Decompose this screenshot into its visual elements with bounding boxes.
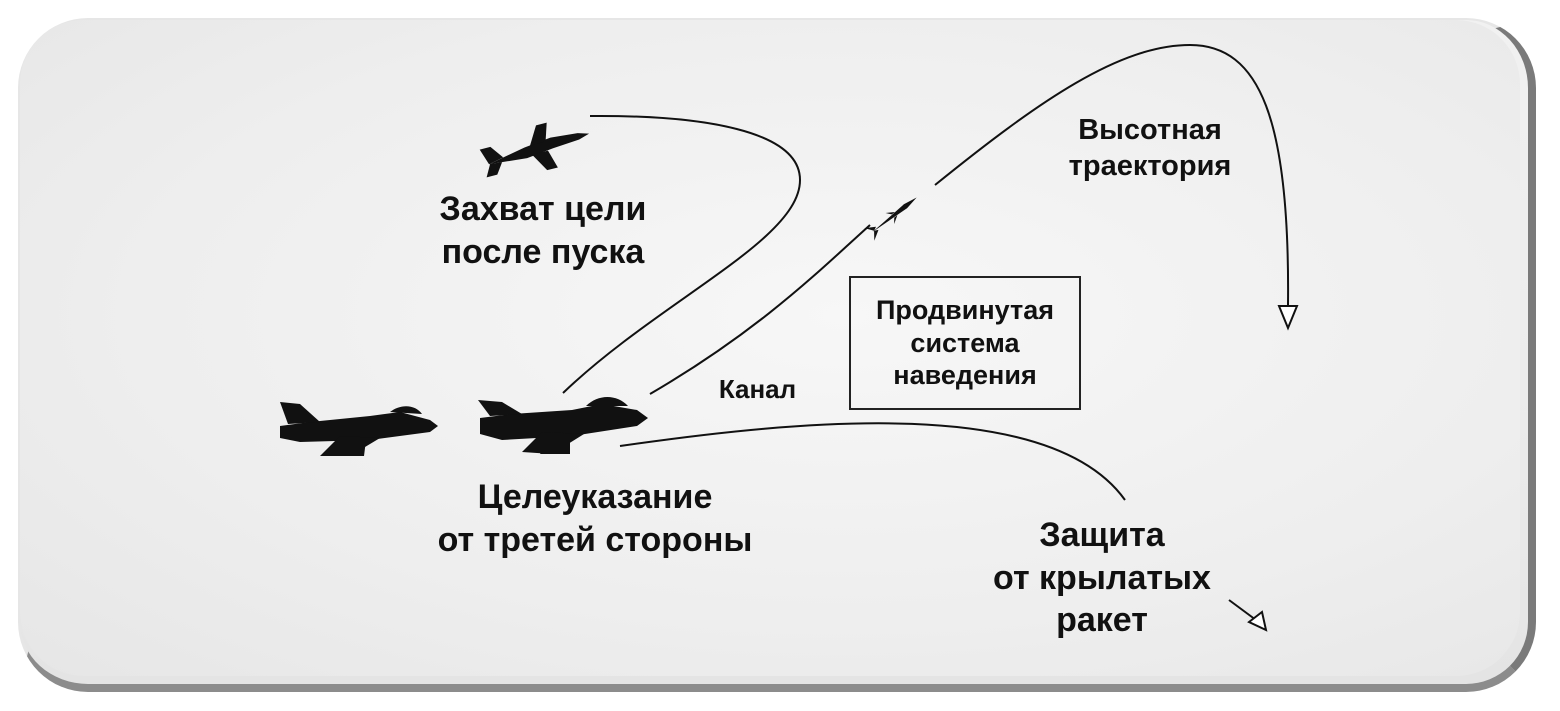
guidance-system-label: Продвинутая система наведения [875,294,1055,391]
guidance-system-box: Продвинутая система наведения [849,276,1081,410]
diagram-background [20,20,1520,676]
defense-arrow-line [1228,599,1257,621]
defense-label: Защита от крылатых ракет [993,516,1211,639]
channel-curve [649,224,871,395]
defense-arrowhead-icon [1247,610,1268,632]
targeting-label: Целеуказание от третей стороны [437,478,753,559]
trajectory-label: Высотная траектория [1068,114,1232,183]
capture-curve [562,114,802,394]
channel-label: Канал [718,374,797,404]
capture-label: Захват цели после пуска [439,190,647,271]
defense-curve [619,422,1126,501]
fighter-jet-icon [280,402,438,456]
fighter-jet-icon [478,397,648,454]
high-trajectory-curve [934,43,1290,306]
trajectory-arrowhead-icon [1277,305,1299,331]
fighter-jet-icon [479,122,590,178]
missile-icon [864,197,917,241]
